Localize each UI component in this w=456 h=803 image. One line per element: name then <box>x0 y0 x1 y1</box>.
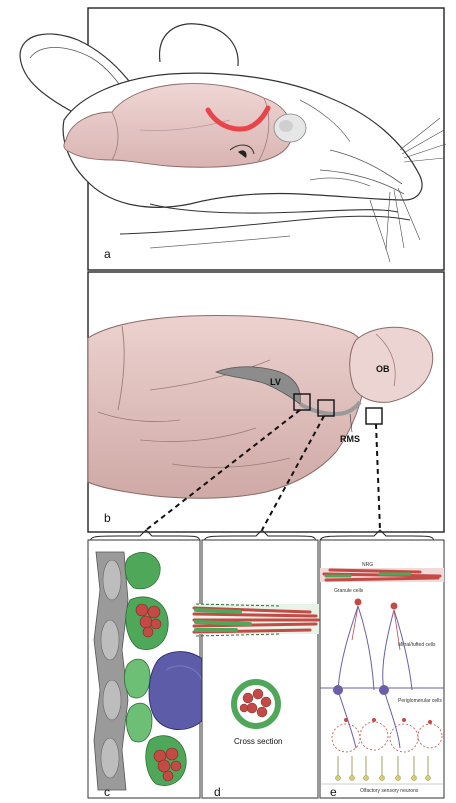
label-rms: RMS <box>340 434 360 444</box>
label-ob: OB <box>376 364 390 374</box>
panel-a: a <box>20 8 446 270</box>
mitral-cell-1 <box>333 685 343 695</box>
panel-e: NRG Granule cells Mitral/tufted cells Pe… <box>320 540 444 799</box>
label-nrg: NRG <box>362 562 373 568</box>
label-periglomerular: Periglomerular cells <box>398 698 442 704</box>
cross-section <box>234 682 278 726</box>
mitral-cell-2 <box>379 685 389 695</box>
label-mitral: Mitral/tufted cells <box>398 642 436 648</box>
label-granule: Granule cells <box>334 588 364 594</box>
panel-d-frame <box>202 540 318 798</box>
rms-band <box>320 568 444 582</box>
panel-b-label: b <box>104 511 111 525</box>
label-osn: Olfactory sensory neurons <box>360 788 419 794</box>
panel-e-label: e <box>330 785 337 799</box>
panel-c-label: c <box>104 785 110 799</box>
label-lv: LV <box>270 377 281 387</box>
panel-b: LV OB RMS b <box>88 272 444 532</box>
panel-a-label: a <box>104 247 111 261</box>
panel-c: c <box>88 540 214 799</box>
cross-section-label: Cross section <box>234 737 282 746</box>
panel-d: Cross section d <box>194 540 322 799</box>
panel-d-label: d <box>214 785 221 799</box>
chain-migration <box>194 604 322 636</box>
